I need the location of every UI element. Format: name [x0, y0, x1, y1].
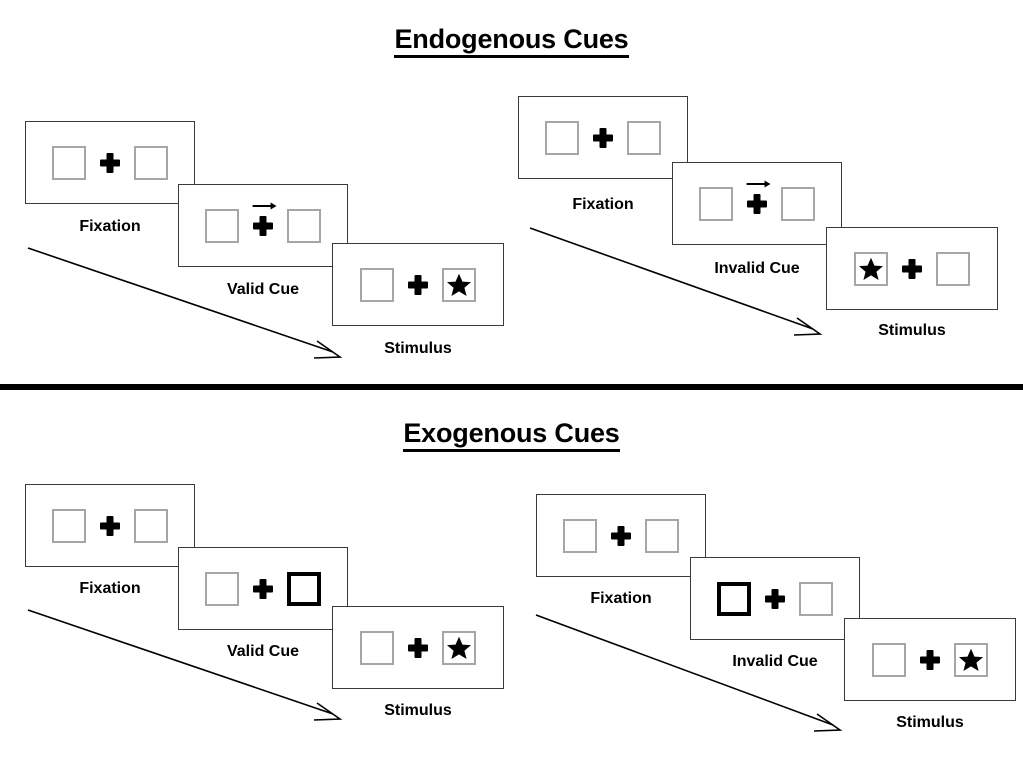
- panel-exogenous-invalid-fixation: [536, 494, 706, 577]
- panel-label-endogenous-valid-cue: Valid Cue: [226, 281, 300, 298]
- stim-box-left: [360, 267, 394, 302]
- stim-box-left: [545, 120, 579, 155]
- panel-label-exogenous-valid-cue: Valid Cue: [226, 643, 300, 660]
- panel-exogenous-valid-fixation: [25, 484, 195, 567]
- panel-exogenous-invalid-stimulus: [844, 618, 1016, 701]
- panel-endogenous-valid-fixation: [25, 121, 195, 204]
- stim-box-left: [872, 642, 906, 677]
- stim-box-right: [287, 208, 321, 243]
- stim-box-right-target: [442, 630, 476, 665]
- star-target-icon: [858, 257, 884, 280]
- panel-label-endogenous-invalid-stimulus: Stimulus: [878, 322, 946, 339]
- fixation-cross-icon: [99, 515, 121, 537]
- panel-label-endogenous-invalid-cue: Invalid Cue: [714, 260, 800, 277]
- star-target-icon: [446, 273, 472, 296]
- panel-exogenous-valid-stimulus: [332, 606, 504, 689]
- panel-endogenous-invalid-fixation: [518, 96, 688, 179]
- section-divider: [0, 384, 1023, 390]
- stim-box-right: [781, 186, 815, 221]
- panel-endogenous-valid-stimulus: [332, 243, 504, 326]
- section-title-exogenous-text: Exogenous Cues: [403, 418, 620, 452]
- star-target-icon: [446, 636, 472, 659]
- stim-box-left: [563, 518, 597, 553]
- star-target-icon: [958, 648, 984, 671]
- panel-exogenous-valid-cue: [178, 547, 348, 630]
- stim-box-right-target: [442, 267, 476, 302]
- panel-label-endogenous-valid-fixation: Fixation: [79, 218, 141, 235]
- fixation-cross-icon: [764, 588, 786, 610]
- panel-label-exogenous-invalid-stimulus: Stimulus: [896, 714, 964, 731]
- fixation-cross-icon: [252, 202, 277, 237]
- panel-label-endogenous-valid-stimulus: Stimulus: [384, 340, 452, 357]
- fixation-cross-icon: [252, 578, 274, 600]
- stim-box-right-target: [954, 642, 988, 677]
- section-title-endogenous-text: Endogenous Cues: [394, 24, 629, 58]
- panel-label-exogenous-invalid-fixation: Fixation: [590, 590, 652, 607]
- panel-label-exogenous-valid-fixation: Fixation: [79, 580, 141, 597]
- panel-endogenous-invalid-cue: [672, 162, 842, 245]
- fixation-cross-icon: [919, 649, 941, 671]
- fixation-cross-icon: [99, 152, 121, 174]
- section-title-endogenous: Endogenous Cues: [0, 24, 1023, 58]
- fixation-cross-icon: [592, 127, 614, 149]
- stim-box-left: [699, 186, 733, 221]
- stim-box-left: [205, 571, 239, 606]
- panel-label-exogenous-invalid-cue: Invalid Cue: [732, 653, 818, 670]
- panel-label-endogenous-invalid-fixation: Fixation: [572, 196, 634, 213]
- stim-box-right: [799, 581, 833, 616]
- panel-endogenous-valid-cue: [178, 184, 348, 267]
- fixation-cross-icon: [407, 637, 429, 659]
- fixation-cross-icon: [407, 274, 429, 296]
- stim-box-right: [627, 120, 661, 155]
- stim-box-left: [52, 145, 86, 180]
- panel-label-exogenous-valid-stimulus: Stimulus: [384, 702, 452, 719]
- stim-box-right-cued: [287, 571, 321, 606]
- fixation-cross-icon: [746, 180, 771, 215]
- stim-box-right: [134, 145, 168, 180]
- fixation-cross-icon: [610, 525, 632, 547]
- stim-box-right: [936, 251, 970, 286]
- stim-box-left: [360, 630, 394, 665]
- fixation-cross-icon: [901, 258, 923, 280]
- arrow-cue-icon: [746, 180, 771, 187]
- stim-box-left-target: [854, 251, 888, 286]
- stim-box-right: [645, 518, 679, 553]
- arrow-cue-icon: [252, 202, 277, 209]
- stim-box-left: [205, 208, 239, 243]
- section-title-exogenous: Exogenous Cues: [0, 418, 1023, 452]
- stim-box-right: [134, 508, 168, 543]
- panel-exogenous-invalid-cue: [690, 557, 860, 640]
- stim-box-left: [52, 508, 86, 543]
- panel-endogenous-invalid-stimulus: [826, 227, 998, 310]
- stim-box-left-cued: [717, 581, 751, 616]
